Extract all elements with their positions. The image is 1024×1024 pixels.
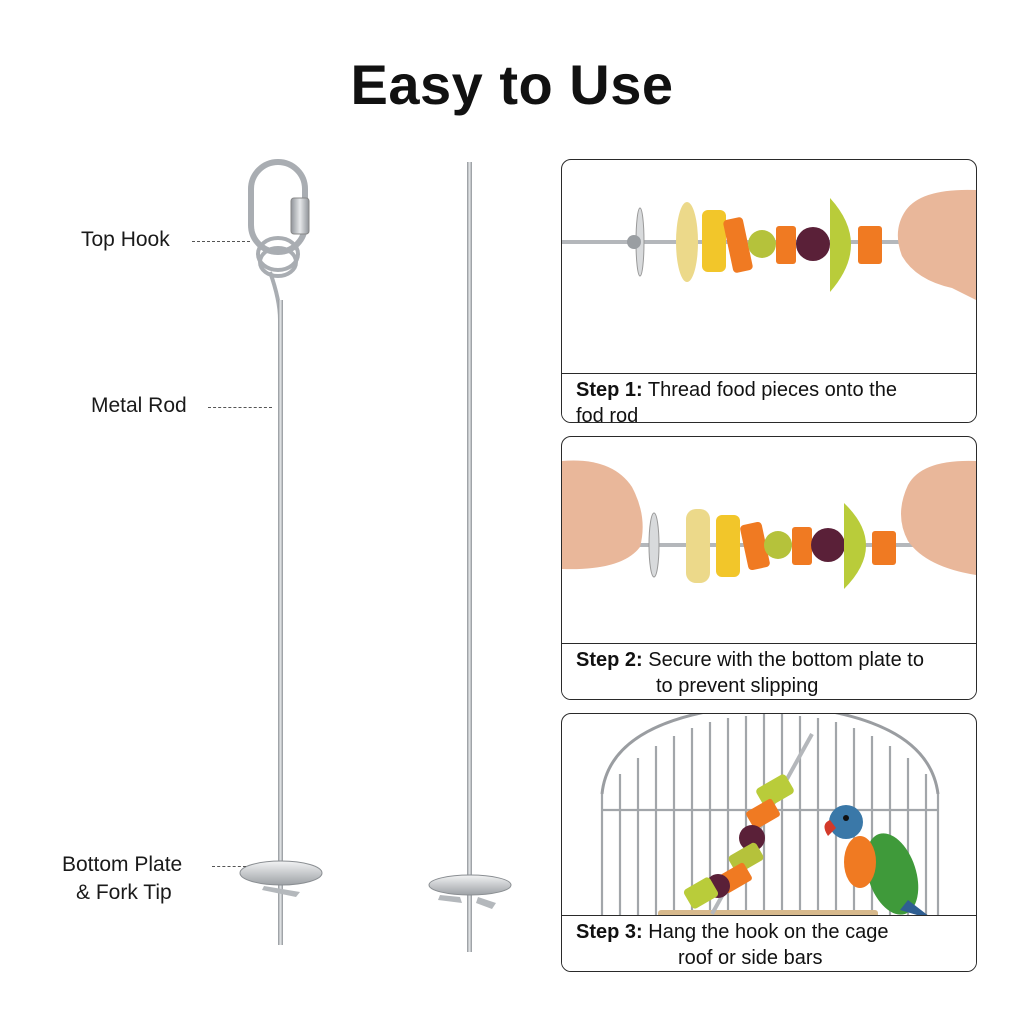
metal-rod-leader xyxy=(208,407,272,408)
top-hook-label: Top Hook xyxy=(81,228,170,251)
step-2-caption: Step 2: Secure with the bottom plate to … xyxy=(562,643,976,699)
bottom-plate-leader xyxy=(212,866,246,867)
step-2-label: Step 2: xyxy=(576,649,643,671)
step-1-illustration xyxy=(562,189,976,300)
step-3-label: Step 3: xyxy=(576,921,643,943)
side-plate-icon xyxy=(428,874,512,909)
step-3-text-line2: roof or side bars xyxy=(678,947,823,969)
red-grape xyxy=(811,528,845,562)
step-2-panel: Step 2: Secure with the bottom plate to … xyxy=(561,436,977,700)
step-3-text-line1: Hang the hook on the cage xyxy=(648,921,889,943)
step-2-illustration xyxy=(562,460,976,589)
corn-piece xyxy=(702,210,726,272)
step-1-label: Step 1: xyxy=(576,379,643,401)
step-3-caption: Step 3: Hang the hook on the cage roof o… xyxy=(562,915,976,971)
red-grape xyxy=(796,227,830,261)
green-grape xyxy=(764,531,792,559)
green-grape xyxy=(748,230,776,258)
step-2-text-line1: Secure with the bottom plate to xyxy=(648,649,924,671)
step-3-panel: Step 3: Hang the hook on the cage roof o… xyxy=(561,713,977,972)
top-hook-leader xyxy=(192,241,250,242)
step-2-text-line2: to prevent slipping xyxy=(656,675,819,697)
metal-rod-label: Metal Rod xyxy=(91,394,187,417)
step-1-text-line2: fod rod xyxy=(576,405,639,423)
page-title: Easy to Use xyxy=(350,53,674,116)
bottom-plate-icon xyxy=(239,860,323,897)
corn-piece xyxy=(716,515,740,577)
step-1-caption: Step 1: Thread food pieces onto the fod … xyxy=(562,373,976,422)
metal-rod-icon xyxy=(278,300,283,945)
bottom-plate-label-line2: & Fork Tip xyxy=(76,881,172,904)
top-hook-icon xyxy=(248,159,310,321)
step-3-illustration xyxy=(600,714,940,924)
food-skewer-icon xyxy=(683,774,794,909)
step-1-panel: Step 1: Thread food pieces onto the fod … xyxy=(561,159,977,423)
step-1-text-line1: Thread food pieces onto the xyxy=(647,379,897,401)
bottom-plate-label-line1: Bottom Plate xyxy=(62,853,183,876)
parrot-icon xyxy=(824,805,934,920)
side-rod-icon xyxy=(467,162,472,952)
